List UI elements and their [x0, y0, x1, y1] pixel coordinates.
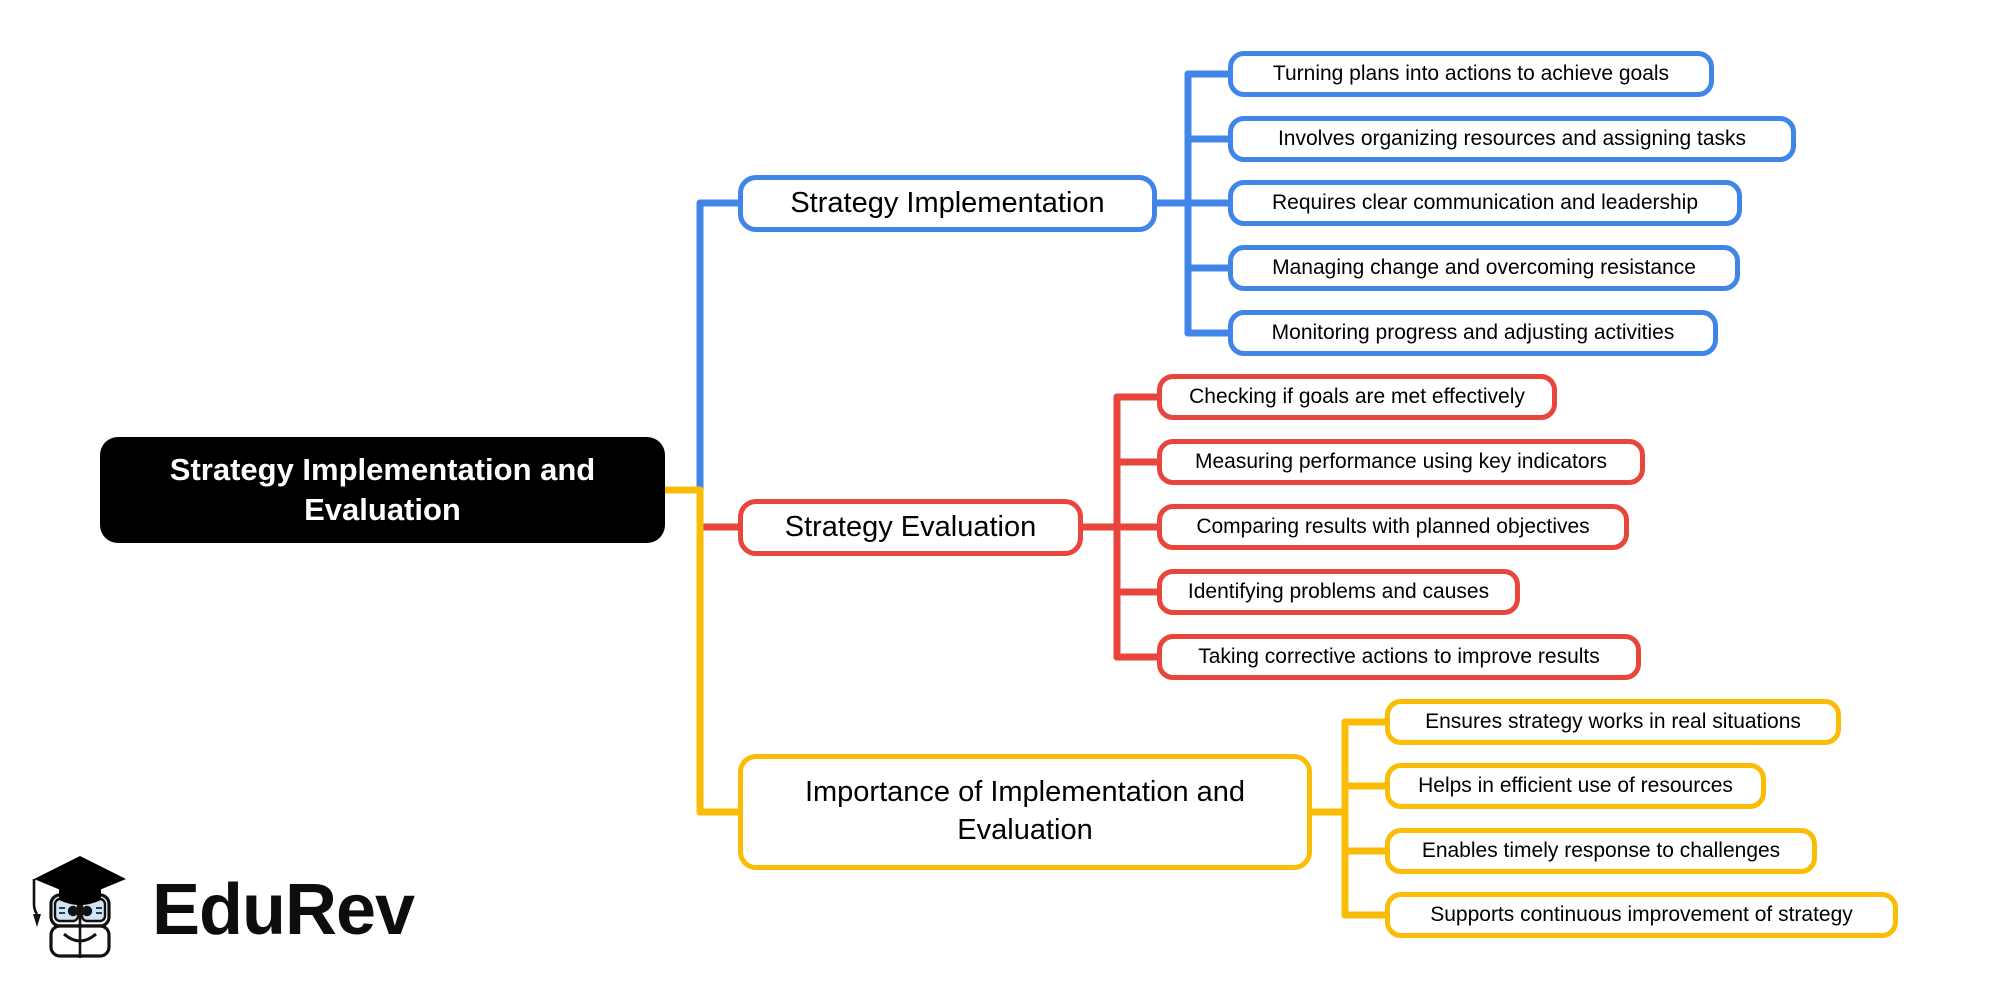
leaf-label: Turning plans into actions to achieve go… [1272, 62, 1670, 86]
branch-label: Strategy Implementation [790, 186, 1105, 219]
leaf-node[interactable]: Involves organizing resources and assign… [1228, 116, 1796, 162]
leaf-node[interactable]: Ensures strategy works in real situation… [1385, 699, 1841, 745]
leaf-node[interactable]: Turning plans into actions to achieve go… [1228, 51, 1714, 97]
edurev-logo: EduRev [18, 845, 418, 975]
leaf-label: Requires clear communication and leaders… [1271, 191, 1699, 215]
branch-node-strategy-implementation[interactable]: Strategy Implementation [738, 175, 1157, 232]
connector-root-to-strategy-implementation [661, 199, 742, 494]
leaf-label: Comparing results with planned objective… [1196, 515, 1590, 539]
root-node[interactable]: Strategy Implementation and Evaluation [100, 437, 665, 543]
leaf-node[interactable]: Helps in efficient use of resources [1385, 763, 1766, 809]
leaf-node[interactable]: Enables timely response to challenges [1385, 828, 1817, 874]
root-node-label: Strategy Implementation and Evaluation [169, 452, 596, 527]
leaf-label: Taking corrective actions to improve res… [1198, 645, 1600, 669]
leaf-node[interactable]: Checking if goals are met effectively [1157, 374, 1557, 420]
connector-root-to-strategy-evaluation [661, 486, 742, 531]
leaf-label: Identifying problems and causes [1187, 580, 1490, 604]
leaf-label: Helps in efficient use of resources [1418, 774, 1733, 798]
branch-node-importance[interactable]: Importance of Implementation and Evaluat… [738, 754, 1312, 870]
leaf-label: Managing change and overcoming resistanc… [1272, 256, 1696, 280]
leaf-node[interactable]: Requires clear communication and leaders… [1228, 180, 1742, 226]
leaf-label: Measuring performance using key indicato… [1194, 450, 1608, 474]
leaf-node[interactable]: Monitoring progress and adjusting activi… [1228, 310, 1718, 356]
edurev-mascot-icon [32, 855, 126, 958]
leaf-label: Enables timely response to challenges [1421, 839, 1781, 863]
connector-root-to-importance [661, 486, 742, 816]
leaf-label: Checking if goals are met effectively [1189, 385, 1525, 409]
leaf-node[interactable]: Managing change and overcoming resistanc… [1228, 245, 1740, 291]
edurev-wordmark: EduRev [152, 870, 415, 950]
leaf-node[interactable]: Supports continuous improvement of strat… [1385, 892, 1898, 938]
leaf-label: Involves organizing resources and assign… [1277, 127, 1747, 151]
branch-label: Importance of Implementation and Evaluat… [804, 776, 1246, 846]
leaf-label: Supports continuous improvement of strat… [1430, 903, 1853, 927]
branch-node-strategy-evaluation[interactable]: Strategy Evaluation [738, 499, 1083, 556]
branch-label: Strategy Evaluation [784, 510, 1037, 543]
leaf-label: Ensures strategy works in real situation… [1425, 710, 1801, 734]
leaf-node[interactable]: Taking corrective actions to improve res… [1157, 634, 1641, 680]
leaf-node[interactable]: Measuring performance using key indicato… [1157, 439, 1645, 485]
leaf-node[interactable]: Comparing results with planned objective… [1157, 504, 1629, 550]
leaf-label: Monitoring progress and adjusting activi… [1271, 321, 1675, 345]
leaf-node[interactable]: Identifying problems and causes [1157, 569, 1520, 615]
